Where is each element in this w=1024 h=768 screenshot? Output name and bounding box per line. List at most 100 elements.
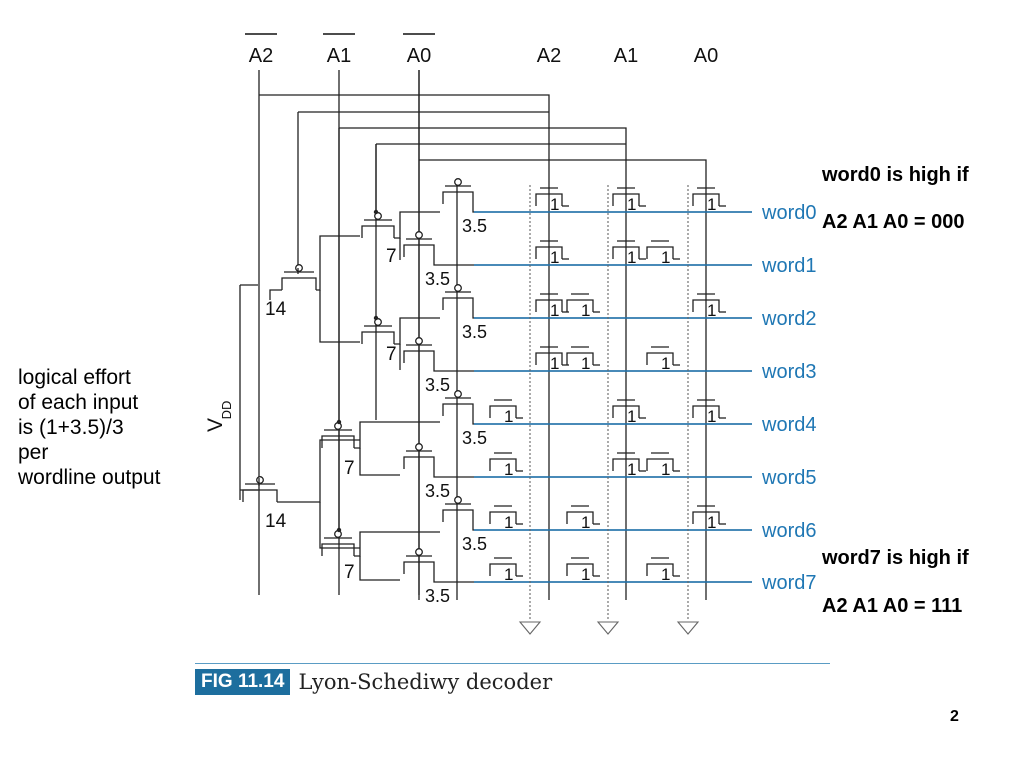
figure-rule	[195, 663, 830, 664]
nmos-transistor	[566, 563, 594, 576]
stage-wire	[359, 556, 400, 581]
nmos-size-label: 1	[581, 513, 590, 532]
row-drain	[433, 257, 752, 266]
size-label: 3.5	[425, 481, 450, 501]
input-label-complement: A2	[249, 45, 273, 67]
ground-symbol	[596, 621, 620, 635]
size-label: 7	[344, 562, 355, 583]
nmos-size-label: 1	[550, 195, 559, 214]
nmos-transistor	[692, 405, 720, 418]
gate-bubble	[454, 284, 462, 292]
word0-condition-value: A2 A1 A0 = 000	[822, 211, 965, 233]
gate-bubble	[454, 496, 462, 504]
nmos-size-label: 1	[661, 354, 670, 373]
nmos-size-label: 1	[707, 513, 716, 532]
note-line: per	[18, 441, 49, 464]
nmos-size-label: 1	[707, 195, 716, 214]
pmos-transistor	[442, 191, 474, 204]
stage-wire	[269, 289, 282, 300]
nmos-transistor	[566, 511, 594, 524]
input-label-true: A1	[614, 45, 638, 67]
nmos-size-label: 1	[707, 407, 716, 426]
wordline-label: word7	[761, 572, 816, 594]
nmos-size-label: 1	[504, 565, 513, 584]
input-line	[419, 159, 707, 600]
nmos-size-label: 1	[550, 248, 559, 267]
nmos-size-label: 1	[627, 407, 636, 426]
junction-dot	[336, 527, 342, 533]
size-label: 14	[265, 511, 287, 532]
word7-condition-value: A2 A1 A0 = 111	[822, 595, 963, 617]
nmos-transistor	[535, 246, 563, 259]
note-line: logical effort	[18, 366, 131, 389]
word0-condition-title: word0 is high if	[822, 164, 969, 186]
size-label: 3.5	[462, 216, 487, 236]
nmos-transistor	[646, 246, 674, 259]
wordline-label: word4	[761, 414, 816, 436]
input-label-complement: A1	[327, 45, 351, 67]
pmos-transistor	[403, 350, 435, 363]
wordline-label: word3	[761, 361, 816, 383]
figure-caption: FIG 11.14 Lyon-Schediwy decoder	[195, 668, 552, 696]
nmos-transistor	[535, 352, 563, 365]
nmos-size-label: 1	[504, 407, 513, 426]
pmos-transistor	[242, 489, 278, 502]
stage-wire	[354, 421, 440, 449]
logical-effort-note: logical effort of each input is (1+3.5)/…	[18, 365, 208, 490]
size-label: 3.5	[462, 428, 487, 448]
stage-wire	[277, 439, 360, 503]
gate-bubble	[256, 476, 264, 484]
pmos-transistor	[321, 435, 355, 448]
nmos-size-label: 1	[581, 301, 590, 320]
nmos-transistor	[646, 352, 674, 365]
nmos-size-label: 1	[627, 195, 636, 214]
wordline-label: word6	[761, 520, 816, 542]
gate-bubble	[415, 337, 423, 345]
nmos-transistor	[646, 563, 674, 576]
size-label: 3.5	[462, 534, 487, 554]
nmos-size-label: 1	[661, 460, 670, 479]
gate-bubble	[415, 443, 423, 451]
nmos-transistor	[612, 193, 640, 206]
gate-bubble	[295, 264, 303, 272]
ground-symbol	[518, 621, 542, 635]
nmos-transistor	[566, 352, 594, 365]
stage-wire	[394, 317, 440, 345]
junction-dot	[373, 315, 379, 321]
figure-tag: FIG 11.14	[195, 669, 291, 695]
nmos-size-label: 1	[581, 354, 590, 373]
pmos-transistor	[442, 297, 474, 310]
nmos-transistor	[612, 405, 640, 418]
size-label: 3.5	[462, 322, 487, 342]
pmos-transistor	[403, 561, 435, 574]
vdd-subscript: DD	[219, 401, 234, 420]
input-line	[259, 94, 550, 600]
size-label: 7	[344, 458, 355, 479]
nmos-transistor	[566, 299, 594, 312]
pmos-transistor	[403, 244, 435, 257]
stage-wire	[319, 502, 360, 549]
nmos-transistor	[535, 299, 563, 312]
nmos-transistor	[646, 458, 674, 471]
size-label: 7	[386, 246, 397, 267]
nmos-size-label: 1	[661, 565, 670, 584]
pmos-transistor	[321, 543, 355, 556]
nmos-size-label: 1	[581, 565, 590, 584]
wordline-label: word5	[761, 467, 816, 489]
stage-wire	[316, 235, 360, 291]
nmos-size-label: 1	[550, 354, 559, 373]
vdd-label: V	[204, 418, 227, 432]
size-label: 7	[386, 344, 397, 365]
stage-wire	[354, 531, 440, 557]
nmos-transistor	[612, 246, 640, 259]
wordline-label: word2	[761, 308, 816, 330]
pmos-transistor	[403, 456, 435, 469]
note-line: wordline output	[18, 466, 161, 489]
size-label: 14	[265, 299, 287, 320]
pmos-transistor	[361, 331, 395, 344]
size-label: 3.5	[425, 586, 450, 606]
note-line: of each input	[18, 391, 139, 414]
junction-dot	[336, 419, 342, 425]
nmos-size-label: 1	[627, 248, 636, 267]
nmos-size-label: 1	[661, 248, 670, 267]
